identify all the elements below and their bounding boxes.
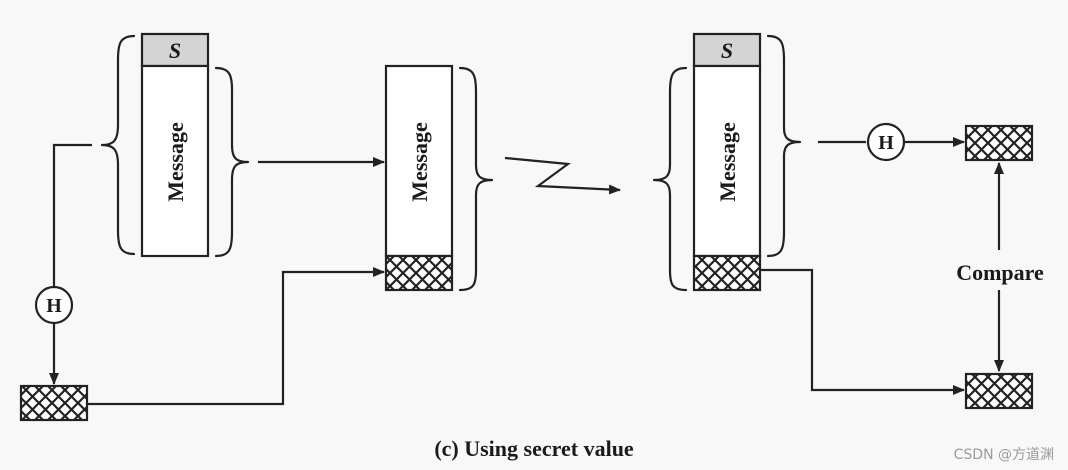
sender-message-label: Message (163, 122, 188, 202)
received-hash-arrow (760, 268, 965, 395)
packet-message-box (384, 64, 454, 258)
sender-hash-input-line (52, 143, 92, 286)
packet-message-label: Message (407, 122, 432, 202)
receiver-secret-label: S (721, 38, 733, 63)
sender-hash-box (19, 384, 89, 422)
sender-secret-label: S (169, 38, 181, 63)
sender-left-brace (100, 34, 136, 256)
receiver-secret-box (692, 32, 762, 68)
receiver-hash-label: H (878, 132, 894, 154)
receiver-right-brace (766, 34, 802, 258)
receiver-computed-hash-box (964, 124, 1034, 162)
receiver-hash-box (692, 254, 762, 292)
sender-hash-label: H (46, 295, 62, 317)
receiver-received-hash-box (964, 372, 1034, 410)
sender-right-brace (214, 66, 250, 258)
sender-message-box (140, 64, 210, 258)
compare-label: Compare (956, 260, 1044, 285)
receiver-message-box (692, 64, 762, 258)
watermark: CSDN @方道渊 (953, 447, 1054, 463)
figure-caption: (c) Using secret value (434, 436, 634, 461)
receiver-message-label: Message (715, 122, 740, 202)
packet-right-brace (458, 66, 494, 292)
receiver-left-brace (652, 66, 688, 292)
transmission-zigzag-arrow (504, 156, 621, 195)
hash-to-packet-arrow (87, 267, 385, 406)
packet-hash-box (384, 254, 454, 292)
